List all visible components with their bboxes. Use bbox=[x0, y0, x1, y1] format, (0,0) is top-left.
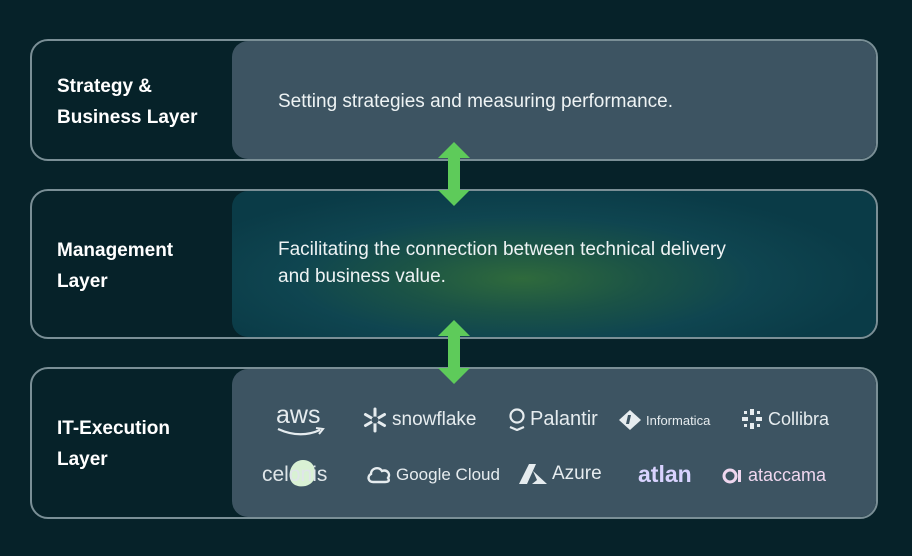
collibra-logo: Collibra bbox=[740, 407, 829, 431]
palantir-logo: Palantir bbox=[508, 407, 598, 431]
atlan-logo: atlan bbox=[638, 461, 692, 488]
strategy-title-line2: Business Layer bbox=[57, 107, 198, 128]
collibra-logo-text: Collibra bbox=[768, 408, 830, 429]
it-execution-panel: aws snowflake Palantir Informatica bbox=[232, 369, 876, 517]
azure-logo-text: Azure bbox=[552, 463, 602, 484]
celonis-blob-icon bbox=[289, 460, 316, 487]
aws-logo: aws bbox=[276, 403, 326, 437]
palantir-icon bbox=[509, 408, 525, 431]
ataccama-logo-text: ataccama bbox=[748, 465, 827, 485]
cloud-icon bbox=[367, 466, 391, 484]
ataccama-icon bbox=[722, 468, 741, 483]
collibra-icon bbox=[742, 409, 762, 429]
aws-smile-icon bbox=[277, 427, 325, 436]
double-arrow-icon-lower bbox=[438, 320, 470, 384]
management-title-line2: Layer bbox=[57, 271, 108, 292]
management-layer: Management Layer Facilitating the connec… bbox=[30, 189, 878, 339]
management-panel: Facilitating the connection between tech… bbox=[232, 191, 876, 337]
management-layer-title: Management Layer bbox=[57, 235, 237, 297]
management-description-line1: Facilitating the connection between tech… bbox=[278, 239, 726, 260]
azure-icon bbox=[519, 464, 547, 484]
management-title-line1: Management bbox=[57, 240, 174, 261]
informatica-logo: Informatica bbox=[618, 409, 710, 431]
azure-logo: Azure bbox=[518, 463, 602, 485]
palantir-logo-text: Palantir bbox=[530, 407, 598, 430]
management-description-line2: and business value. bbox=[278, 266, 446, 287]
aws-logo-text: aws bbox=[276, 401, 321, 429]
informatica-icon bbox=[619, 410, 641, 430]
strategy-panel: Setting strategies and measuring perform… bbox=[232, 41, 876, 159]
it-execution-layer-title: IT-Execution Layer bbox=[57, 413, 237, 475]
strategy-description: Setting strategies and measuring perform… bbox=[278, 91, 673, 112]
strategy-title-line1: Strategy & bbox=[57, 76, 153, 97]
it-execution-title-line2: Layer bbox=[57, 449, 108, 470]
it-execution-title-line1: IT-Execution bbox=[57, 418, 170, 439]
strategy-layer-title: Strategy & Business Layer bbox=[57, 71, 237, 133]
snowflake-icon bbox=[364, 407, 386, 433]
celonis-logo-text: celonis bbox=[262, 463, 328, 486]
double-arrow-icon-upper bbox=[438, 142, 470, 206]
snowflake-logo-text: snowflake bbox=[392, 409, 477, 430]
informatica-logo-text: Informatica bbox=[646, 412, 711, 428]
it-execution-layer: IT-Execution Layer aws snowflake Palanti… bbox=[30, 367, 878, 519]
snowflake-logo: snowflake bbox=[362, 407, 477, 433]
google-cloud-logo-text: Google Cloud bbox=[396, 465, 500, 484]
google-cloud-logo: Google Cloud bbox=[366, 465, 500, 485]
atlan-logo-text: atlan bbox=[638, 461, 692, 487]
strategy-business-layer: Strategy & Business Layer Setting strate… bbox=[30, 39, 878, 161]
management-description: Facilitating the connection between tech… bbox=[278, 236, 818, 290]
celonis-logo: celonis bbox=[262, 460, 328, 487]
ataccama-logo: ataccama bbox=[722, 465, 826, 486]
